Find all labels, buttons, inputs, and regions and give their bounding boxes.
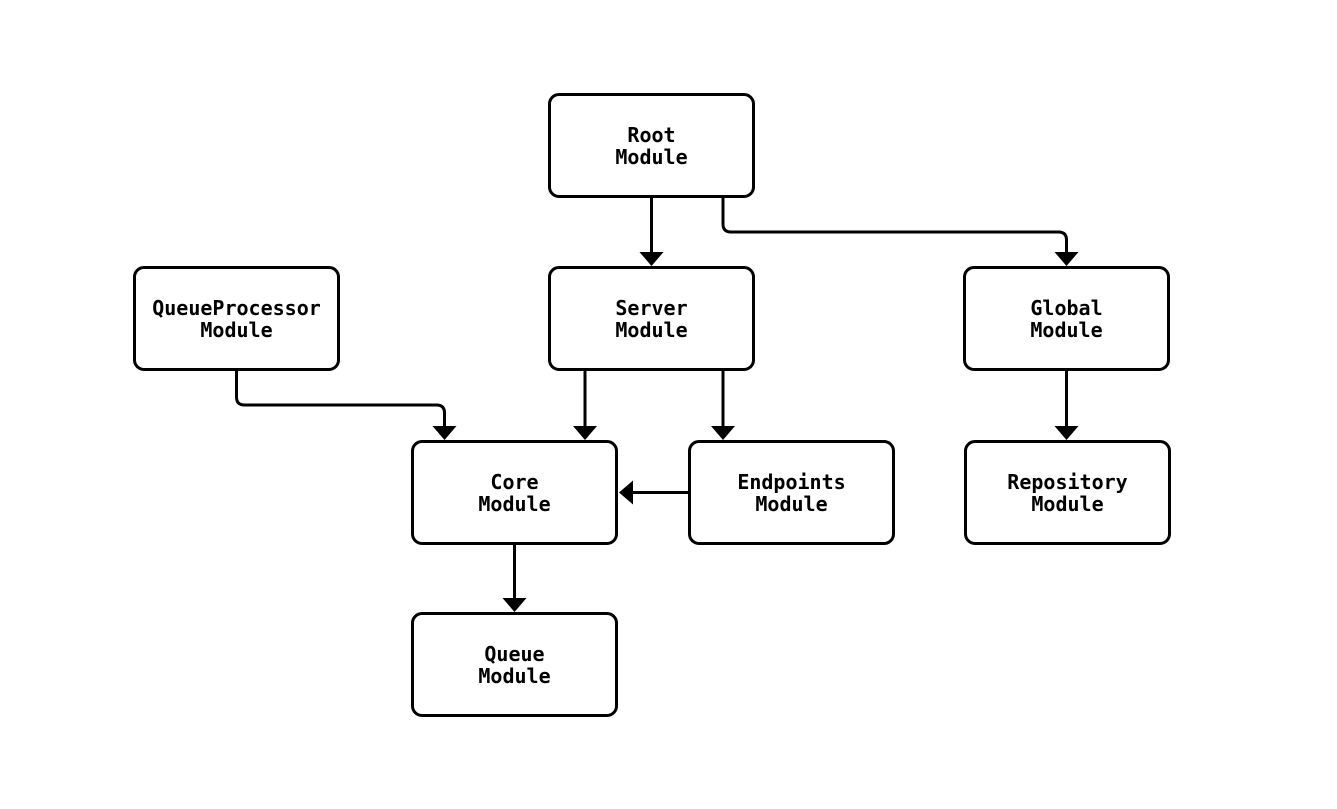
edge-server-endpoints	[711, 371, 735, 440]
node-global-module-label: Global Module	[1030, 295, 1103, 342]
node-server-module-label: Server Module	[615, 295, 688, 342]
node-server-module[interactable]: Server Module	[548, 266, 755, 371]
edge-queueprocessor-core	[235, 371, 457, 440]
node-endpoints-module-label: Endpoints Module	[737, 469, 846, 516]
edge-server-core	[573, 371, 597, 440]
node-queueprocessor-module[interactable]: QueueProcessor Module	[133, 266, 340, 371]
node-queue-module[interactable]: Queue Module	[411, 612, 618, 717]
node-root-module[interactable]: Root Module	[548, 93, 755, 198]
node-core-module[interactable]: Core Module	[411, 440, 618, 545]
edge-root-server	[639, 198, 664, 266]
node-endpoints-module[interactable]: Endpoints Module	[688, 440, 895, 545]
node-queueprocessor-module-label: QueueProcessor Module	[152, 295, 321, 342]
edge-endpoints-core	[619, 480, 688, 505]
node-repository-module-label: Repository Module	[1007, 469, 1128, 516]
edge-root-global	[721, 198, 1079, 266]
node-root-module-label: Root Module	[615, 122, 688, 169]
node-global-module[interactable]: Global Module	[963, 266, 1170, 371]
node-queue-module-label: Queue Module	[478, 641, 551, 688]
node-repository-module[interactable]: Repository Module	[964, 440, 1171, 545]
edge-global-repository	[1054, 371, 1079, 440]
node-core-module-label: Core Module	[478, 469, 551, 516]
edge-core-queue	[502, 545, 527, 612]
